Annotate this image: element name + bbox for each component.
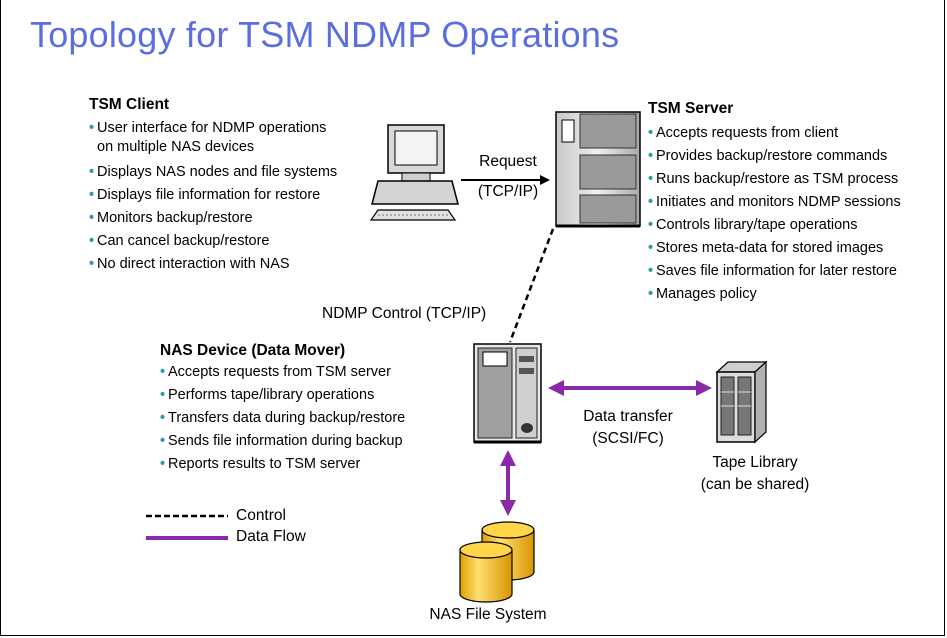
tsm-server-list: Accepts requests from client Provides ba… (648, 122, 901, 306)
tsm-server-item: Stores meta-data for stored images (648, 237, 901, 260)
tsm-client-item: Displays NAS nodes and file systems (89, 161, 337, 184)
tsm-client-item: No direct interaction with NAS (89, 253, 337, 276)
nas-filesystem-arrow (500, 450, 516, 516)
tsm-client-list: User interface for NDMP operations on mu… (89, 119, 337, 276)
tape-library-shared-label: (can be shared) (700, 476, 810, 493)
nas-device-item: Transfers data during backup/restore (160, 407, 405, 430)
tape-library-icon (715, 360, 768, 444)
nas-device-icon (473, 343, 542, 444)
nas-device-item: Reports results to TSM server (160, 453, 405, 476)
nas-device-item: Accepts requests from TSM server (160, 361, 405, 384)
tsm-client-item-continued: on multiple NAS devices (97, 139, 255, 155)
tsm-server-item: Saves file information for later restore (648, 260, 901, 283)
tsm-server-item: Initiates and monitors NDMP sessions (648, 191, 901, 214)
nas-device-item: Sends file information during backup (160, 430, 405, 453)
data-transfer-label: Data transfer (583, 408, 673, 425)
nas-device-list: Accepts requests from TSM server Perform… (160, 361, 405, 476)
nas-device-item: Performs tape/library operations (160, 384, 405, 407)
ndmp-control-label: NDMP Control (TCP/IP) (322, 305, 487, 322)
data-transfer-protocol-label: (SCSI/FC) (592, 430, 664, 447)
tsm-client-item: Monitors backup/restore (89, 207, 337, 230)
request-protocol-label: (TCP/IP) (477, 183, 539, 200)
tsm-server-item: Manages policy (648, 283, 901, 306)
tape-library-label: Tape Library (712, 454, 798, 471)
tsm-server-heading: TSM Server (648, 100, 734, 117)
nas-file-system-label: NAS File System (429, 606, 547, 623)
legend-control-label: Control (236, 507, 286, 524)
tsm-server-item: Controls library/tape operations (648, 214, 901, 237)
tsm-server-item: Accepts requests from client (648, 122, 901, 145)
ndmp-control-line (508, 228, 555, 343)
tsm-client-item: Displays file information for restore (89, 184, 337, 207)
tsm-client-item: User interface for NDMP operations (89, 119, 337, 138)
tsm-server-item: Provides backup/restore commands (648, 145, 901, 168)
slide-title: Topology for TSM NDMP Operations (30, 14, 620, 55)
tsm-server-item: Runs backup/restore as TSM process (648, 168, 901, 191)
tsm-client-item: Can cancel backup/restore (89, 230, 337, 253)
tsm-client-heading: TSM Client (89, 96, 170, 113)
tsm-server-icon (555, 111, 641, 228)
client-computer-icon (369, 124, 459, 221)
data-transfer-arrow (548, 380, 712, 396)
request-label: Request (479, 153, 537, 170)
disk-stack-icon (459, 521, 535, 603)
nas-device-heading: NAS Device (Data Mover) (160, 342, 346, 359)
legend-dataflow-label: Data Flow (236, 528, 306, 545)
